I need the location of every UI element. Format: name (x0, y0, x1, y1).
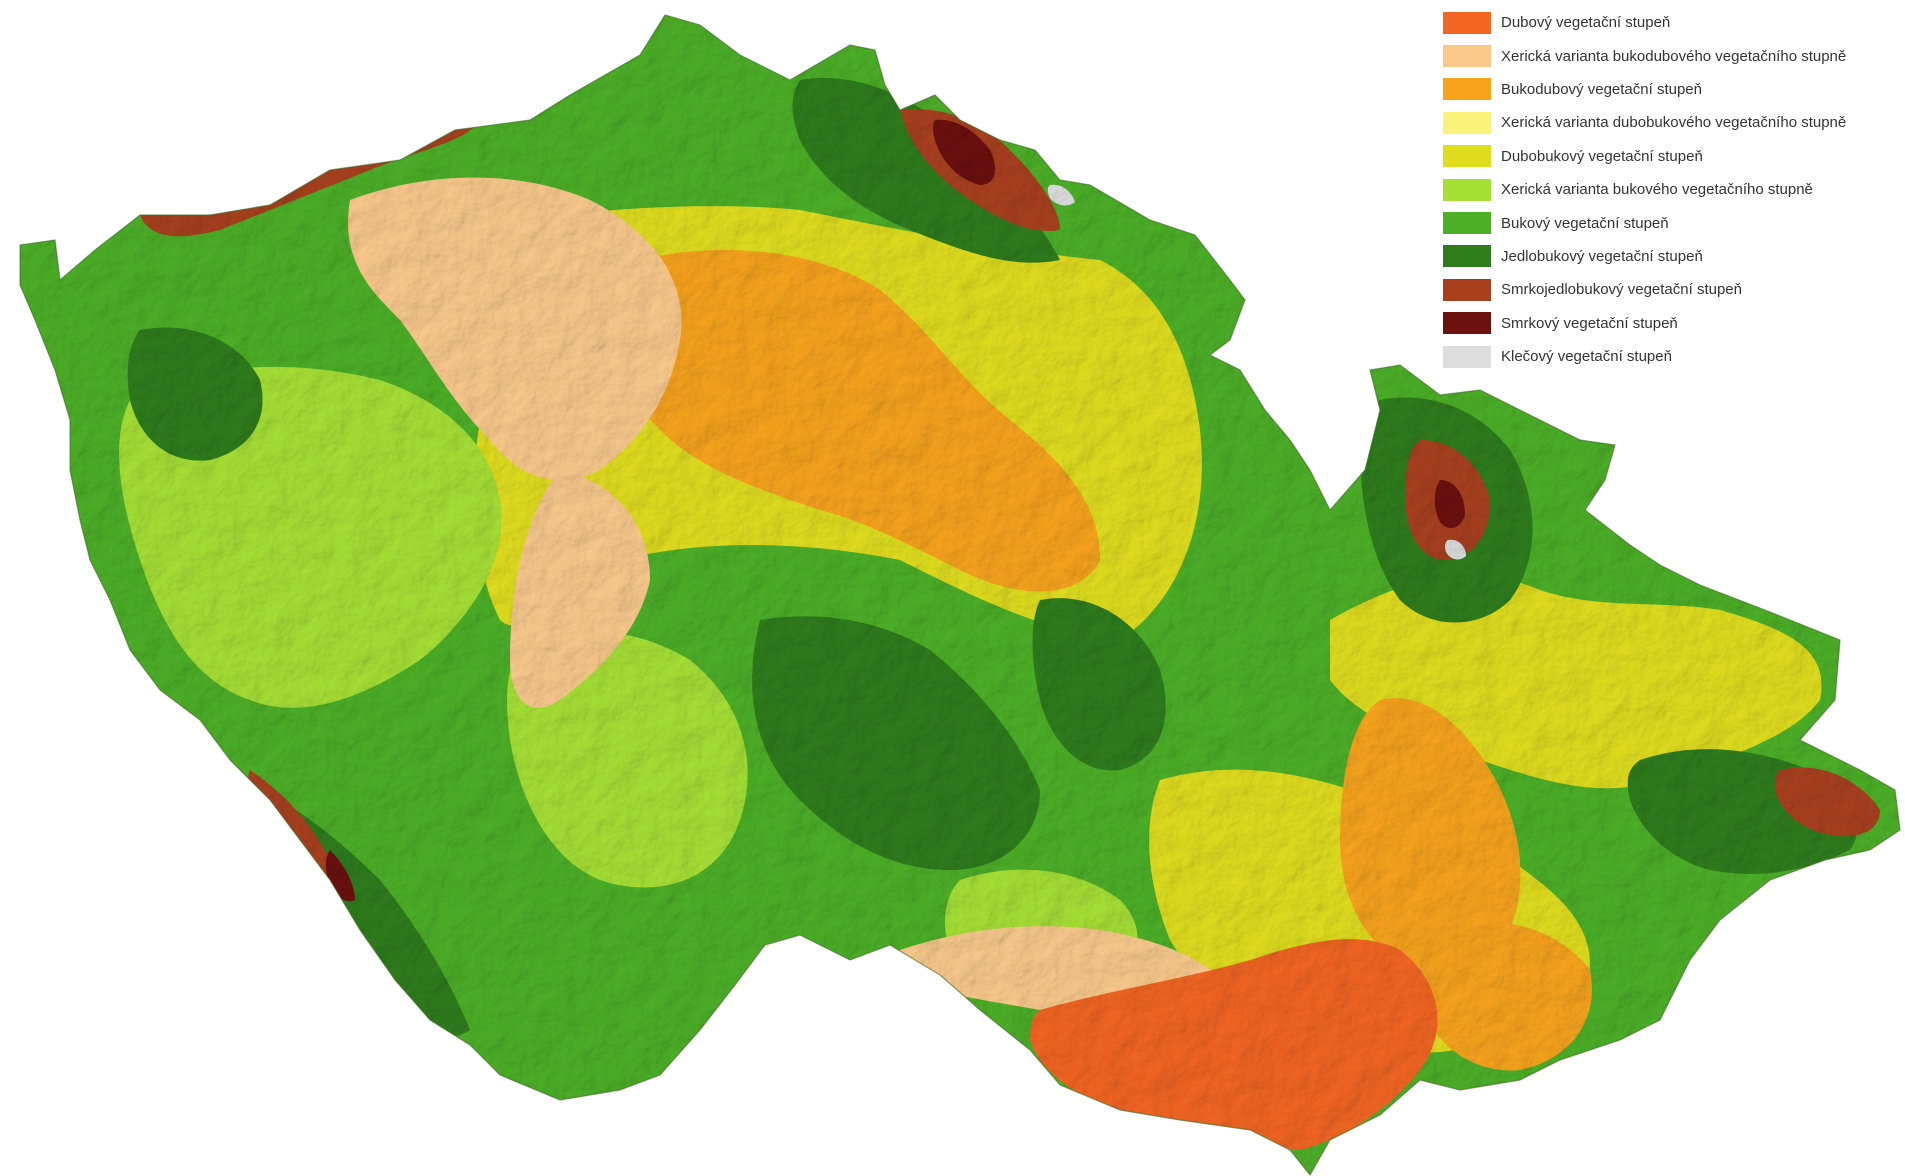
legend-label: Xerická varianta dubobukového vegetačníh… (1501, 114, 1847, 132)
legend-item: Jedlobukový vegetační stupeň (1443, 240, 1898, 273)
legend-item: Smrkojedlobukový vegetační stupeň (1443, 273, 1898, 306)
legend-label: Smrkový vegetační stupeň (1501, 314, 1678, 332)
legend-label: Xerická varianta bukového vegetačního st… (1501, 181, 1813, 199)
legend-item: Xerická varianta dubobukového vegetačníh… (1443, 106, 1898, 139)
legend-label: Dubobukový vegetační stupeň (1501, 147, 1703, 165)
legend-item: Klečový vegetační stupeň (1443, 340, 1898, 373)
legend-item: Bukový vegetační stupeň (1443, 206, 1898, 239)
legend-item: Xerická varianta bukového vegetačního st… (1443, 173, 1898, 206)
legend-label: Bukový vegetační stupeň (1501, 214, 1669, 232)
legend-swatch (1443, 78, 1491, 101)
legend-item: Smrkový vegetační stupeň (1443, 307, 1898, 340)
legend-item: Bukodubový vegetační stupeň (1443, 73, 1898, 106)
legend-label: Klečový vegetační stupeň (1501, 348, 1672, 366)
legend-label: Dubový vegetační stupeň (1501, 14, 1671, 32)
legend-swatch (1443, 45, 1491, 68)
legend-swatch (1443, 245, 1491, 268)
country-border (19, 14, 1901, 1176)
legend-item: Xerická varianta bukodubového vegetačníh… (1443, 39, 1898, 72)
legend-swatch (1443, 178, 1491, 201)
legend-label: Smrkojedlobukový vegetační stupeň (1501, 281, 1742, 299)
legend-swatch (1443, 145, 1491, 168)
legend-swatch (1443, 278, 1491, 301)
legend-swatch (1443, 212, 1491, 235)
legend-label: Xerická varianta bukodubového vegetačníh… (1501, 47, 1847, 65)
legend-label: Jedlobukový vegetační stupeň (1501, 247, 1703, 265)
legend-swatch (1443, 111, 1491, 134)
legend-swatch (1443, 11, 1491, 34)
legend-swatch (1443, 345, 1491, 368)
legend-item: Dubový vegetační stupeň (1443, 6, 1898, 39)
legend-swatch (1443, 312, 1491, 335)
legend-label: Bukodubový vegetační stupeň (1501, 80, 1702, 98)
legend-item: Dubobukový vegetační stupeň (1443, 140, 1898, 173)
